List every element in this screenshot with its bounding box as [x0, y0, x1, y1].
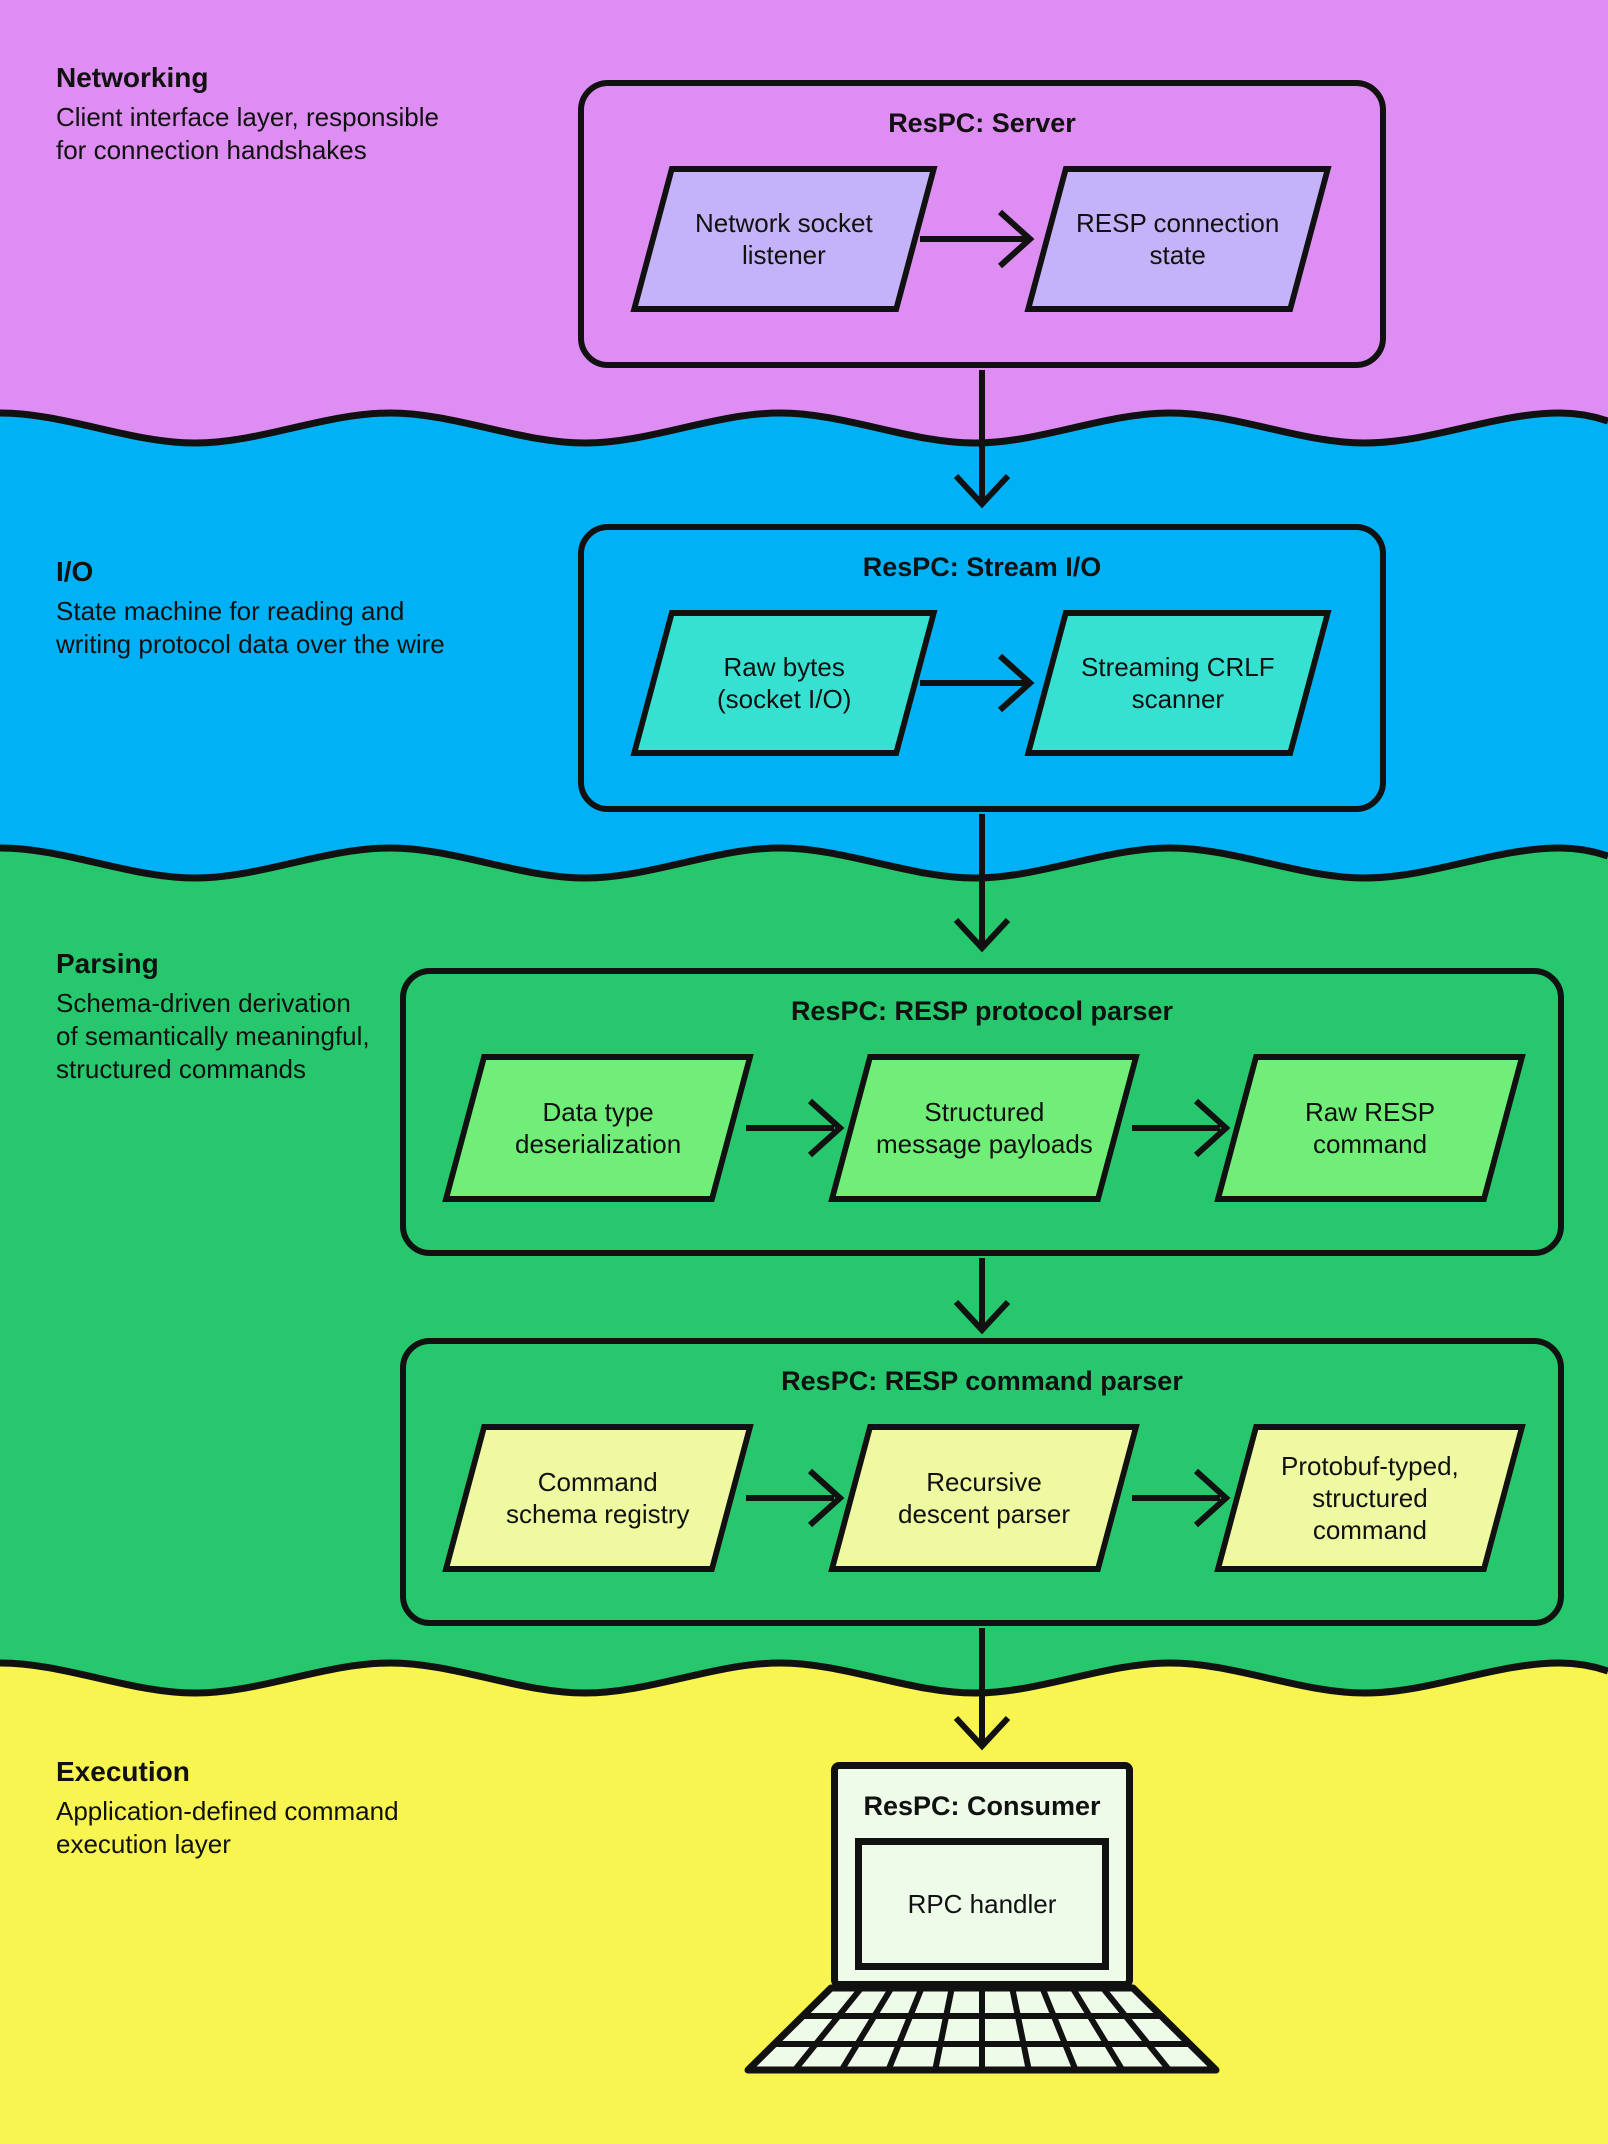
parsing-description: Schema-driven derivation of semantically… [56, 988, 370, 1084]
node-label: Command schema registry [506, 1467, 690, 1529]
node-structured-message-payloads: Structured message payloads [828, 1054, 1140, 1202]
wave-boundary-networking-io [0, 383, 1608, 473]
execution-title: Execution [56, 1756, 190, 1787]
wave-boundary-io-parsing [0, 818, 1608, 908]
networking-title: Networking [56, 62, 209, 93]
group-box-server: ResPC: Server [578, 80, 1386, 368]
node-data-type-deserialization: Data type deserialization [442, 1054, 754, 1202]
label-networking: Networking Client interface layer, respo… [56, 62, 536, 167]
label-execution: Execution Application-defined command ex… [56, 1756, 536, 1861]
node-label: Structured message payloads [875, 1097, 1093, 1159]
node-label: RPC handler [907, 1888, 1057, 1919]
group-box-protocol-parser: ResPC: RESP protocol parser [400, 968, 1564, 1256]
node-label: Protobuf-typed, structured command [1281, 1451, 1459, 1545]
io-title: I/O [56, 556, 94, 587]
node-rpc-handler: RPC handler [855, 1838, 1109, 1970]
node-label: Raw RESP command [1304, 1097, 1436, 1159]
group-box-stream-io: ResPC: Stream I/O [578, 524, 1386, 812]
io-description: State machine for reading and writing pr… [56, 596, 445, 659]
node-label: Network socket listener [695, 208, 873, 270]
node-streaming-crlf-scanner: Streaming CRLF scanner [1024, 610, 1332, 756]
stream-group-title: ResPC: Stream I/O [862, 552, 1102, 582]
parsing-title: Parsing [56, 948, 159, 979]
node-command-schema-registry: Command schema registry [442, 1424, 754, 1572]
node-resp-connection-state: RESP connection state [1024, 166, 1332, 312]
node-label: Recursive descent parser [898, 1467, 1070, 1529]
group-box-command-parser: ResPC: RESP command parser [400, 1338, 1564, 1626]
node-network-socket-listener: Network socket listener [630, 166, 938, 312]
consumer-group-title: ResPC: Consumer [863, 1791, 1101, 1821]
label-parsing: Parsing Schema-driven derivation of sema… [56, 948, 536, 1086]
server-group-title: ResPC: Server [888, 108, 1076, 138]
label-io: I/O State machine for reading and writin… [56, 556, 536, 661]
command-group-title: ResPC: RESP command parser [781, 1366, 1183, 1396]
execution-description: Application-defined command execution la… [56, 1796, 399, 1859]
networking-description: Client interface layer, responsible for … [56, 102, 439, 165]
wave-boundary-parsing-execution [0, 1633, 1608, 1723]
node-protobuf-typed-structured-command: Protobuf-typed, structured command [1214, 1424, 1526, 1572]
node-raw-resp-command: Raw RESP command [1214, 1054, 1526, 1202]
node-raw-bytes: Raw bytes (socket I/O) [630, 610, 938, 756]
protocol-group-title: ResPC: RESP protocol parser [790, 996, 1174, 1026]
node-label: Data type deserialization [514, 1097, 682, 1159]
node-label: Raw bytes (socket I/O) [716, 652, 852, 714]
node-label: RESP connection state [1076, 208, 1280, 270]
consumer-laptop-screen: ResPC: Consumer RPC handler [831, 1762, 1133, 1988]
laptop-keyboard-illustration [744, 1984, 1220, 2074]
node-recursive-descent-parser: Recursive descent parser [828, 1424, 1140, 1572]
node-label: Streaming CRLF scanner [1081, 652, 1275, 714]
